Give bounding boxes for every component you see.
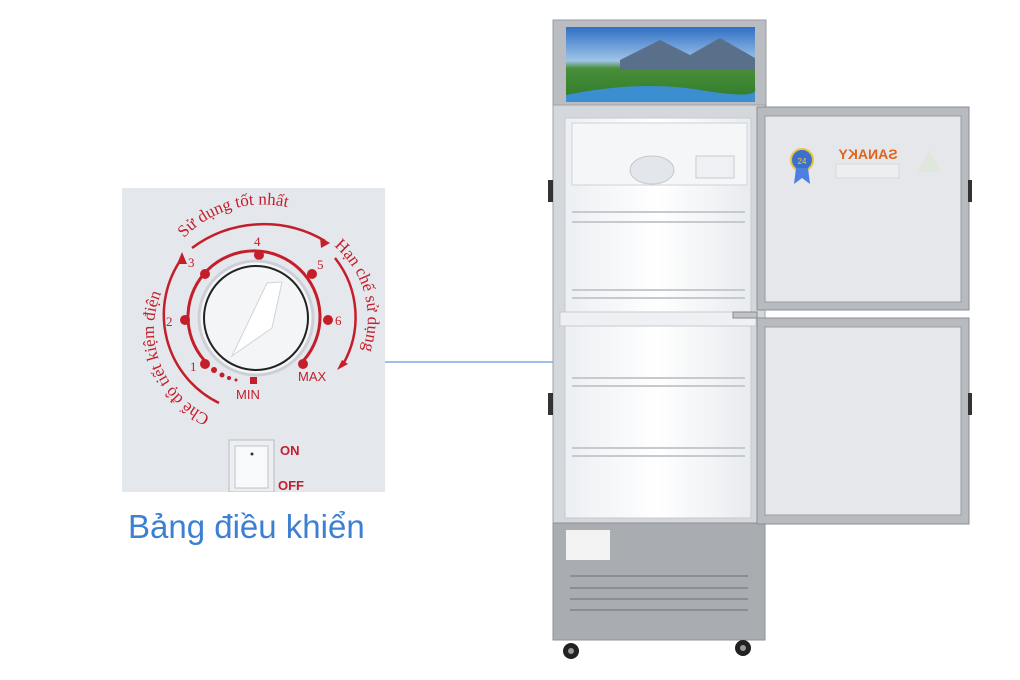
door-hinge xyxy=(732,311,758,319)
dial-number: 6 xyxy=(335,313,342,328)
dial-number: 1 xyxy=(190,359,197,374)
max-label: MAX xyxy=(298,369,327,384)
range-arrows xyxy=(162,222,357,405)
knob-grip xyxy=(230,281,283,358)
label-best-use: Sử dụng tốt nhất xyxy=(174,189,291,240)
lower-door[interactable] xyxy=(756,317,972,525)
dial-number: 4 xyxy=(254,234,261,249)
dial-dots xyxy=(180,250,333,384)
arrow-head-icon xyxy=(337,360,348,370)
fridge-top-sign xyxy=(552,19,767,107)
upper-door[interactable]: 24 SANAKY xyxy=(756,106,972,311)
min-label: MIN xyxy=(236,387,260,402)
control-panel-closeup: Chế độ tiết kiệm điện Sử dụng tốt nhất H… xyxy=(122,188,385,493)
switch-on-label: ON xyxy=(280,443,300,458)
brand-logo: SANAKY xyxy=(838,146,898,162)
badge-text: 24 xyxy=(798,157,807,166)
caption-control-panel: Bảng điều khiển xyxy=(128,508,365,545)
arrow-head-icon xyxy=(177,252,187,264)
arrow-head-icon xyxy=(320,237,330,248)
dial-number: 2 xyxy=(166,314,173,329)
dial-number: 3 xyxy=(188,255,195,270)
min-marker xyxy=(250,377,257,384)
fridge-body xyxy=(548,104,766,526)
power-switch[interactable] xyxy=(228,439,275,493)
fridge-base xyxy=(552,522,766,659)
label-limited-use: Hạn chế sử dụng xyxy=(331,235,383,355)
dial-number: 5 xyxy=(317,257,324,272)
switch-off-label: OFF xyxy=(278,478,304,492)
